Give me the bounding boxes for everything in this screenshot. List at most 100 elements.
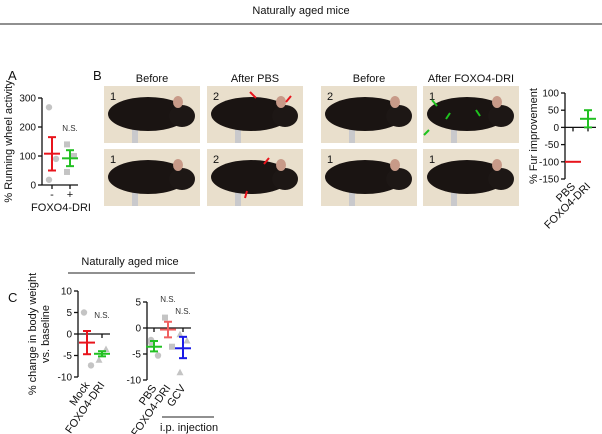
mouse-body: [211, 97, 291, 131]
data-point: [169, 343, 175, 350]
photo-stand: [349, 126, 355, 143]
mouse-ear: [276, 159, 286, 171]
column-label-after-pbs: After PBS: [231, 73, 279, 85]
annotation-arrow: [244, 190, 248, 199]
y-tick-label: -150: [539, 175, 559, 186]
x-tick-label: -: [50, 189, 54, 201]
y-tick-label: -50: [545, 140, 560, 151]
y-axis-label-line: % change in body weight: [27, 273, 39, 395]
annotation-arrow: [431, 99, 438, 107]
y-tick-label: 50: [548, 106, 560, 117]
mouse-body: [325, 97, 405, 131]
photo-stand: [235, 189, 241, 206]
photo-stand: [235, 126, 241, 143]
mouse-body: [211, 160, 291, 194]
photo-number: 2: [213, 154, 219, 166]
y-tick-label: 0: [135, 324, 141, 335]
annotation-arrow: [423, 129, 430, 136]
y-tick-label: 100: [19, 152, 36, 163]
ns-annotation: N.S.: [94, 311, 110, 320]
data-point: [183, 336, 191, 344]
photo-stand: [132, 126, 138, 143]
y-tick-label: -100: [539, 157, 559, 168]
data-point: [154, 352, 162, 359]
panel-label-a: A: [8, 68, 17, 83]
photo-number: 2: [327, 91, 333, 103]
photo-number: 1: [429, 154, 435, 166]
panel-label-c: C: [8, 290, 17, 305]
mouse-ear: [492, 159, 502, 171]
y-axis-label-line: vs. baseline: [40, 305, 52, 363]
y-axis-label: % Fur improvement: [528, 88, 540, 184]
data-point: [64, 168, 70, 175]
panel-c-subtitle: Naturally aged mice: [81, 256, 178, 268]
plot-a: 0 100 200 300 % Running wheel activity - +FOXO…: [3, 80, 91, 214]
photo-stand: [451, 189, 457, 206]
y-tick-label: 5: [66, 308, 72, 319]
panel-label-b: B: [93, 68, 102, 83]
photo-number: 1: [429, 91, 435, 103]
annotation-arrow: [249, 91, 257, 99]
y-tick-label: 200: [19, 123, 36, 134]
mouse-ear: [492, 96, 502, 108]
y-tick-label: 0: [30, 181, 36, 192]
y-tick-label: 5: [135, 298, 141, 309]
data-point: [52, 155, 60, 163]
photo-stand: [349, 189, 355, 206]
mouse-photo: 2: [207, 86, 303, 143]
mouse-head: [386, 168, 412, 190]
x-tick-label: +: [67, 189, 73, 201]
data-point: [95, 356, 103, 363]
photo-number: 1: [110, 91, 116, 103]
mouse-ear: [173, 96, 183, 108]
mouse-body: [427, 97, 507, 131]
mouse-ear: [390, 96, 400, 108]
data-point: [87, 362, 95, 369]
y-tick-label: -5: [63, 351, 72, 362]
mouse-ear: [173, 159, 183, 171]
column-label-before-2: Before: [353, 73, 385, 85]
data-point: [162, 314, 168, 321]
mouse-photo: 1: [104, 149, 200, 206]
y-tick-label: 0: [553, 123, 559, 134]
column-label-after-foxo4: After FOXO4-DRI: [428, 73, 514, 85]
photo-stand: [132, 189, 138, 206]
mouse-head: [488, 105, 514, 127]
mouse-head: [488, 168, 514, 190]
data-point: [64, 141, 70, 148]
mouse-body: [108, 160, 188, 194]
data-point: [71, 153, 77, 159]
mouse-photo: 1: [104, 86, 200, 143]
data-point: [45, 104, 53, 111]
mouse-ear: [276, 96, 286, 108]
ns-annotation: N.S.: [160, 295, 176, 304]
photo-number: 2: [213, 91, 219, 103]
figure-title: Naturally aged mice: [252, 5, 349, 17]
annotation-arrow: [263, 157, 270, 165]
data-point: [176, 368, 184, 376]
y-tick-label: -10: [127, 376, 142, 387]
mouse-photo: 1: [423, 86, 519, 143]
y-tick-label: -5: [132, 350, 141, 361]
mouse-head: [169, 168, 195, 190]
mouse-body: [108, 97, 188, 131]
y-tick-label: 100: [542, 89, 559, 100]
annotation-arrow: [445, 112, 451, 120]
y-tick-label: 300: [19, 94, 36, 105]
photo-stand: [451, 126, 457, 143]
mouse-body: [427, 160, 507, 194]
x-axis-label: FOXO4-DRI: [31, 202, 91, 214]
y-axis-label: % change in body weightvs. baseline: [27, 273, 52, 395]
data-point: [80, 309, 88, 316]
ns-annotation: N.S.: [175, 307, 191, 316]
annotation-arrow: [285, 95, 292, 103]
y-axis-label: % Running wheel activity: [3, 80, 15, 203]
y-tick-label: 0: [66, 330, 72, 341]
mouse-body: [325, 160, 405, 194]
mouse-head: [272, 105, 298, 127]
y-tick-label: 10: [61, 287, 73, 298]
mouse-ear: [390, 159, 400, 171]
